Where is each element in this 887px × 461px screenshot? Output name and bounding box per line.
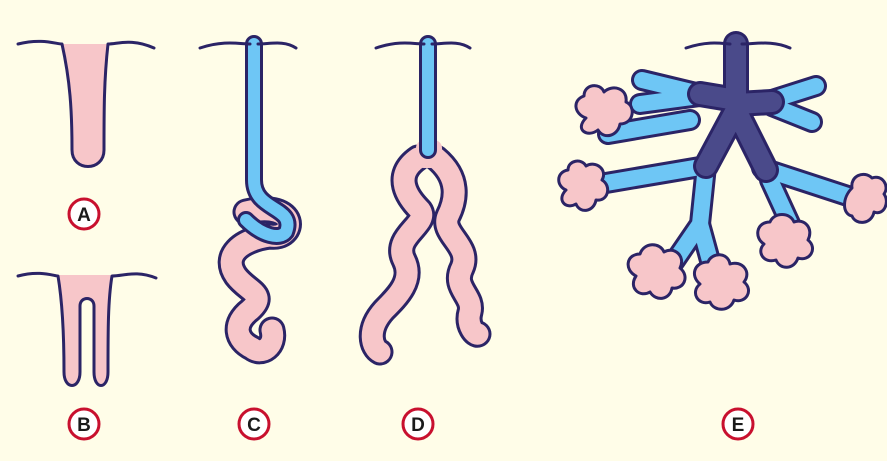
figure-a-gland-body: [62, 44, 108, 167]
label-d: D: [403, 409, 433, 439]
label-e: E: [723, 409, 753, 439]
label-d-text: D: [411, 415, 425, 436]
figure-c-coiled-tubular: [200, 43, 296, 351]
acinus-lower-right: [758, 215, 813, 268]
label-a-text: A: [77, 205, 91, 226]
label-c-text: C: [247, 415, 261, 436]
acinus-lower-left: [628, 245, 685, 299]
acinus-right: [845, 174, 887, 222]
label-b: B: [69, 409, 99, 439]
label-b-text: B: [77, 415, 91, 436]
label-a: A: [69, 199, 99, 229]
acinus-left: [559, 161, 608, 210]
label-e-text: E: [732, 415, 745, 436]
label-c: C: [239, 409, 269, 439]
figure-b-branched-tubular: [18, 273, 156, 385]
figure-e-main-duct: [700, 44, 772, 170]
figure-d-branched-coiled: [372, 43, 478, 352]
figure-a-simple-tubular: [18, 41, 154, 166]
figure-b-gland-body: [58, 275, 112, 386]
figure-e-compound-acinar: [559, 43, 887, 309]
acinus-lower-middle: [694, 255, 748, 310]
